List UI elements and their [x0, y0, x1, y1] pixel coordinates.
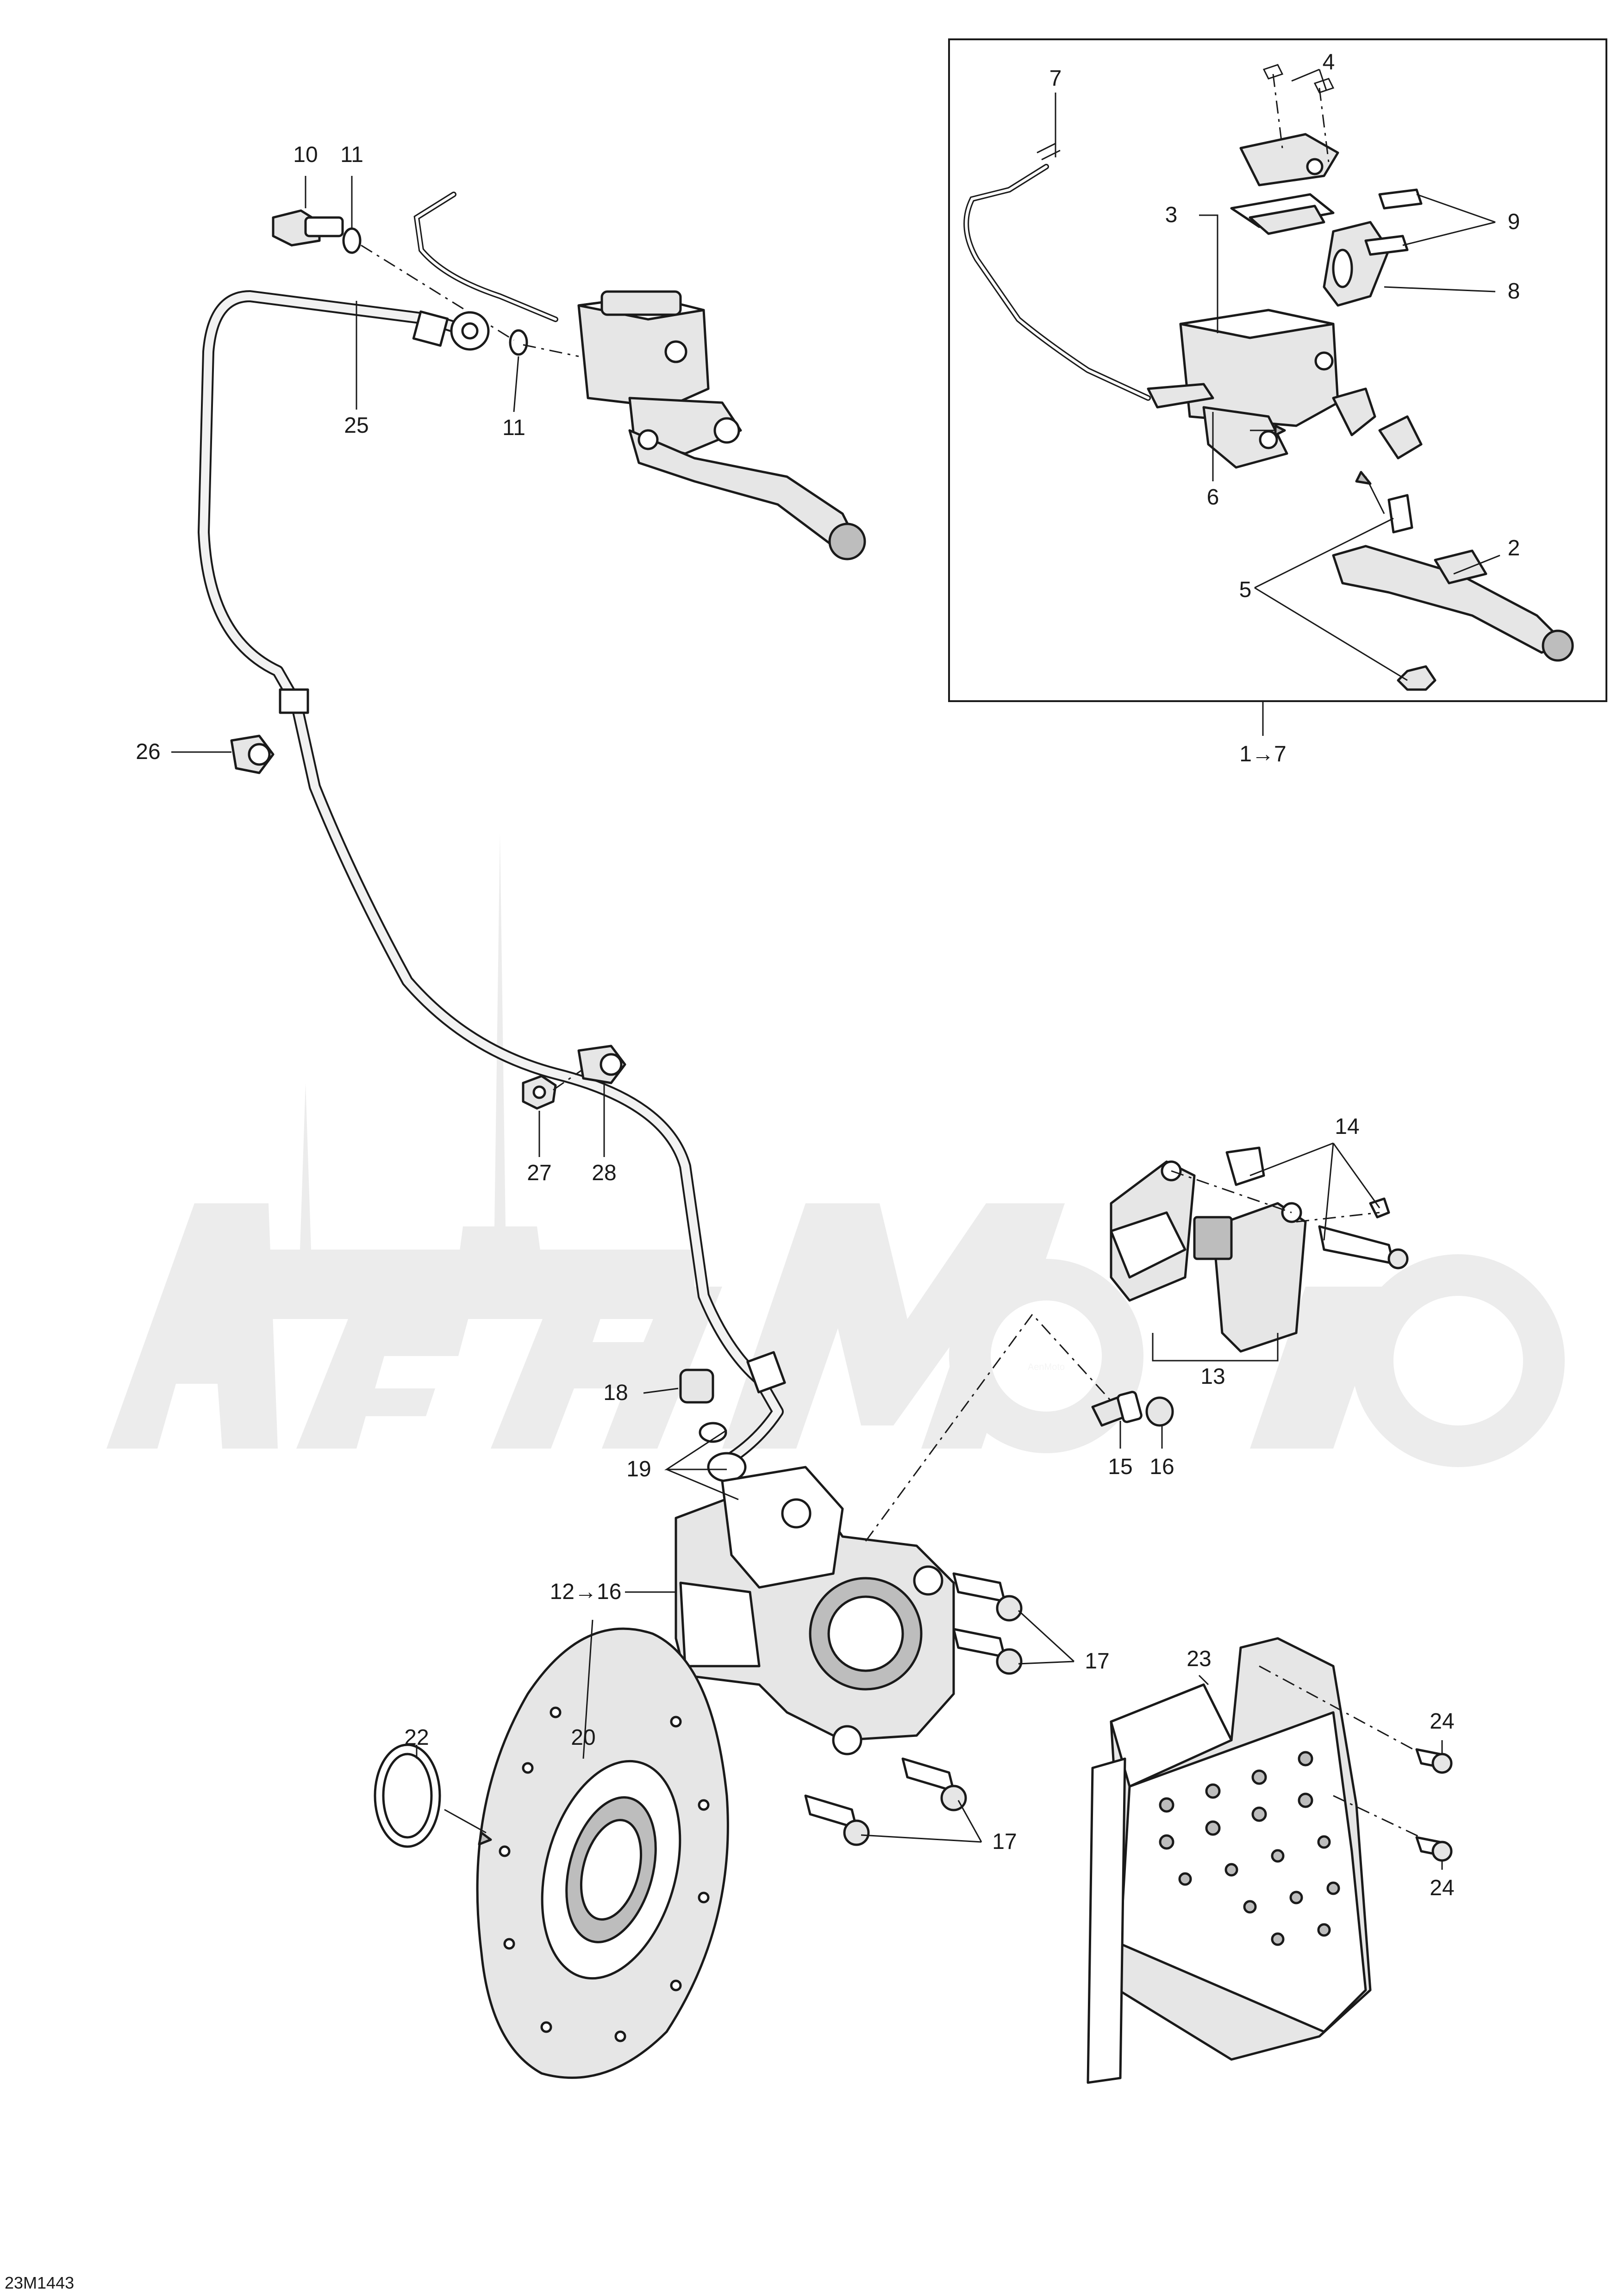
leader-lines	[171, 68, 1500, 1870]
label-9: 9	[1508, 210, 1520, 234]
label-18: 18	[603, 1381, 628, 1405]
inset-frame	[948, 38, 1607, 702]
label-13: 13	[1200, 1364, 1225, 1389]
label-2: 2	[1508, 536, 1520, 560]
label-26: 26	[136, 740, 160, 764]
caliper-bolts	[804, 1572, 1023, 1846]
watermark-text: AenMoto	[1028, 1362, 1065, 1372]
label-24-top: 24	[1430, 1709, 1454, 1734]
label-11-bottom: 11	[502, 416, 525, 440]
inset-master-cylinder	[963, 64, 1574, 691]
diagram-code: 23M1443	[5, 2273, 74, 2292]
label-14: 14	[1335, 1114, 1359, 1139]
label-12-16: 12→16	[550, 1580, 622, 1604]
label-24-bottom: 24	[1430, 1876, 1454, 1900]
label-10: 10	[293, 143, 318, 167]
banjo-bolt	[272, 209, 579, 357]
bleed-valve	[1091, 1391, 1174, 1427]
callout-labels: 10 11 11 25 26 27 28 18 19 12→16 17 17 2…	[5, 50, 1520, 2292]
label-7: 7	[1049, 66, 1062, 91]
label-3: 3	[1165, 203, 1178, 227]
label-6: 6	[1207, 485, 1219, 510]
label-1-7: 1→7	[1239, 742, 1286, 766]
brake-caliper	[675, 1313, 1126, 1755]
brake-disc	[374, 1627, 729, 2079]
watermark: AenMoto	[106, 833, 1565, 1467]
nut-and-clamp	[522, 1045, 626, 1110]
label-15: 15	[1108, 1455, 1132, 1479]
brake-pads	[1110, 1146, 1409, 1353]
label-28: 28	[592, 1161, 616, 1185]
label-8: 8	[1508, 279, 1520, 304]
label-4: 4	[1323, 50, 1335, 75]
label-22: 22	[404, 1725, 429, 1750]
label-17-top: 17	[1085, 1649, 1109, 1674]
label-16: 16	[1149, 1455, 1174, 1479]
label-5: 5	[1239, 578, 1252, 602]
label-11-top: 11	[340, 143, 363, 167]
heat-shield	[1087, 1637, 1453, 2084]
master-cylinder	[413, 192, 866, 560]
label-19: 19	[626, 1457, 651, 1481]
label-27: 27	[527, 1161, 551, 1185]
label-25: 25	[344, 413, 369, 438]
brake-hose	[198, 290, 786, 1464]
hose-clamp-26	[230, 734, 275, 774]
label-23: 23	[1187, 1647, 1211, 1671]
label-20: 20	[571, 1725, 595, 1750]
label-17-bottom: 17	[992, 1829, 1017, 1854]
